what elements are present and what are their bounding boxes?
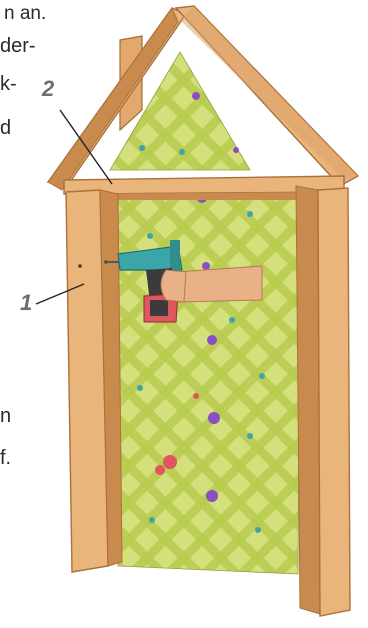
trellis-panel	[110, 182, 300, 574]
hand-icon	[161, 266, 262, 302]
callout-label-1: 1	[20, 290, 32, 316]
right-post-side	[296, 186, 320, 614]
right-post-front	[318, 188, 350, 616]
screw-hole	[78, 264, 82, 268]
callout-label-2: 2	[42, 76, 54, 102]
